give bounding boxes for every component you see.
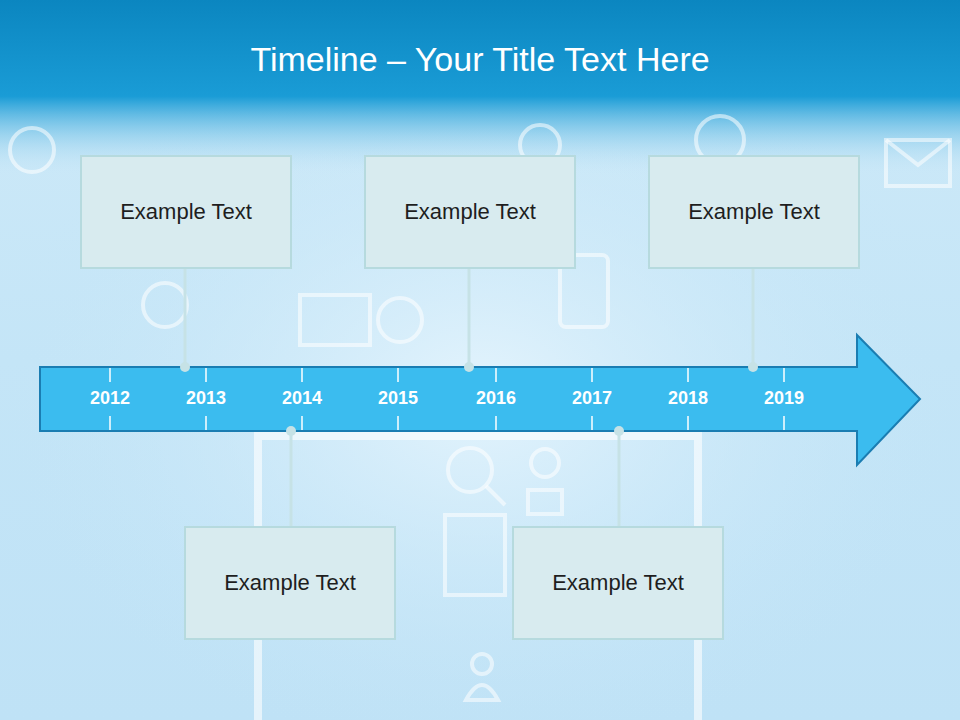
year-ticks bbox=[110, 368, 784, 430]
year-label: 2016 bbox=[476, 388, 516, 409]
leader-dots bbox=[180, 362, 758, 436]
box-text: Example Text bbox=[394, 199, 546, 225]
text-box: Example Text bbox=[80, 155, 292, 269]
year-label: 2012 bbox=[90, 388, 130, 409]
text-box: Example Text bbox=[364, 155, 576, 269]
box-text: Example Text bbox=[214, 570, 366, 596]
year-label: 2019 bbox=[764, 388, 804, 409]
year-label: 2014 bbox=[282, 388, 322, 409]
box-text: Example Text bbox=[542, 570, 694, 596]
header-band bbox=[0, 0, 960, 175]
text-box: Example Text bbox=[184, 526, 396, 640]
text-box: Example Text bbox=[648, 155, 860, 269]
year-label: 2013 bbox=[186, 388, 226, 409]
slide-title: Timeline – Your Title Text Here bbox=[0, 40, 960, 79]
box-text: Example Text bbox=[110, 199, 262, 225]
box-text: Example Text bbox=[678, 199, 830, 225]
year-label: 2018 bbox=[668, 388, 708, 409]
icon-decor bbox=[10, 116, 950, 720]
year-label: 2015 bbox=[378, 388, 418, 409]
year-label: 2017 bbox=[572, 388, 612, 409]
timeline-arrow bbox=[40, 335, 920, 465]
text-box: Example Text bbox=[512, 526, 724, 640]
